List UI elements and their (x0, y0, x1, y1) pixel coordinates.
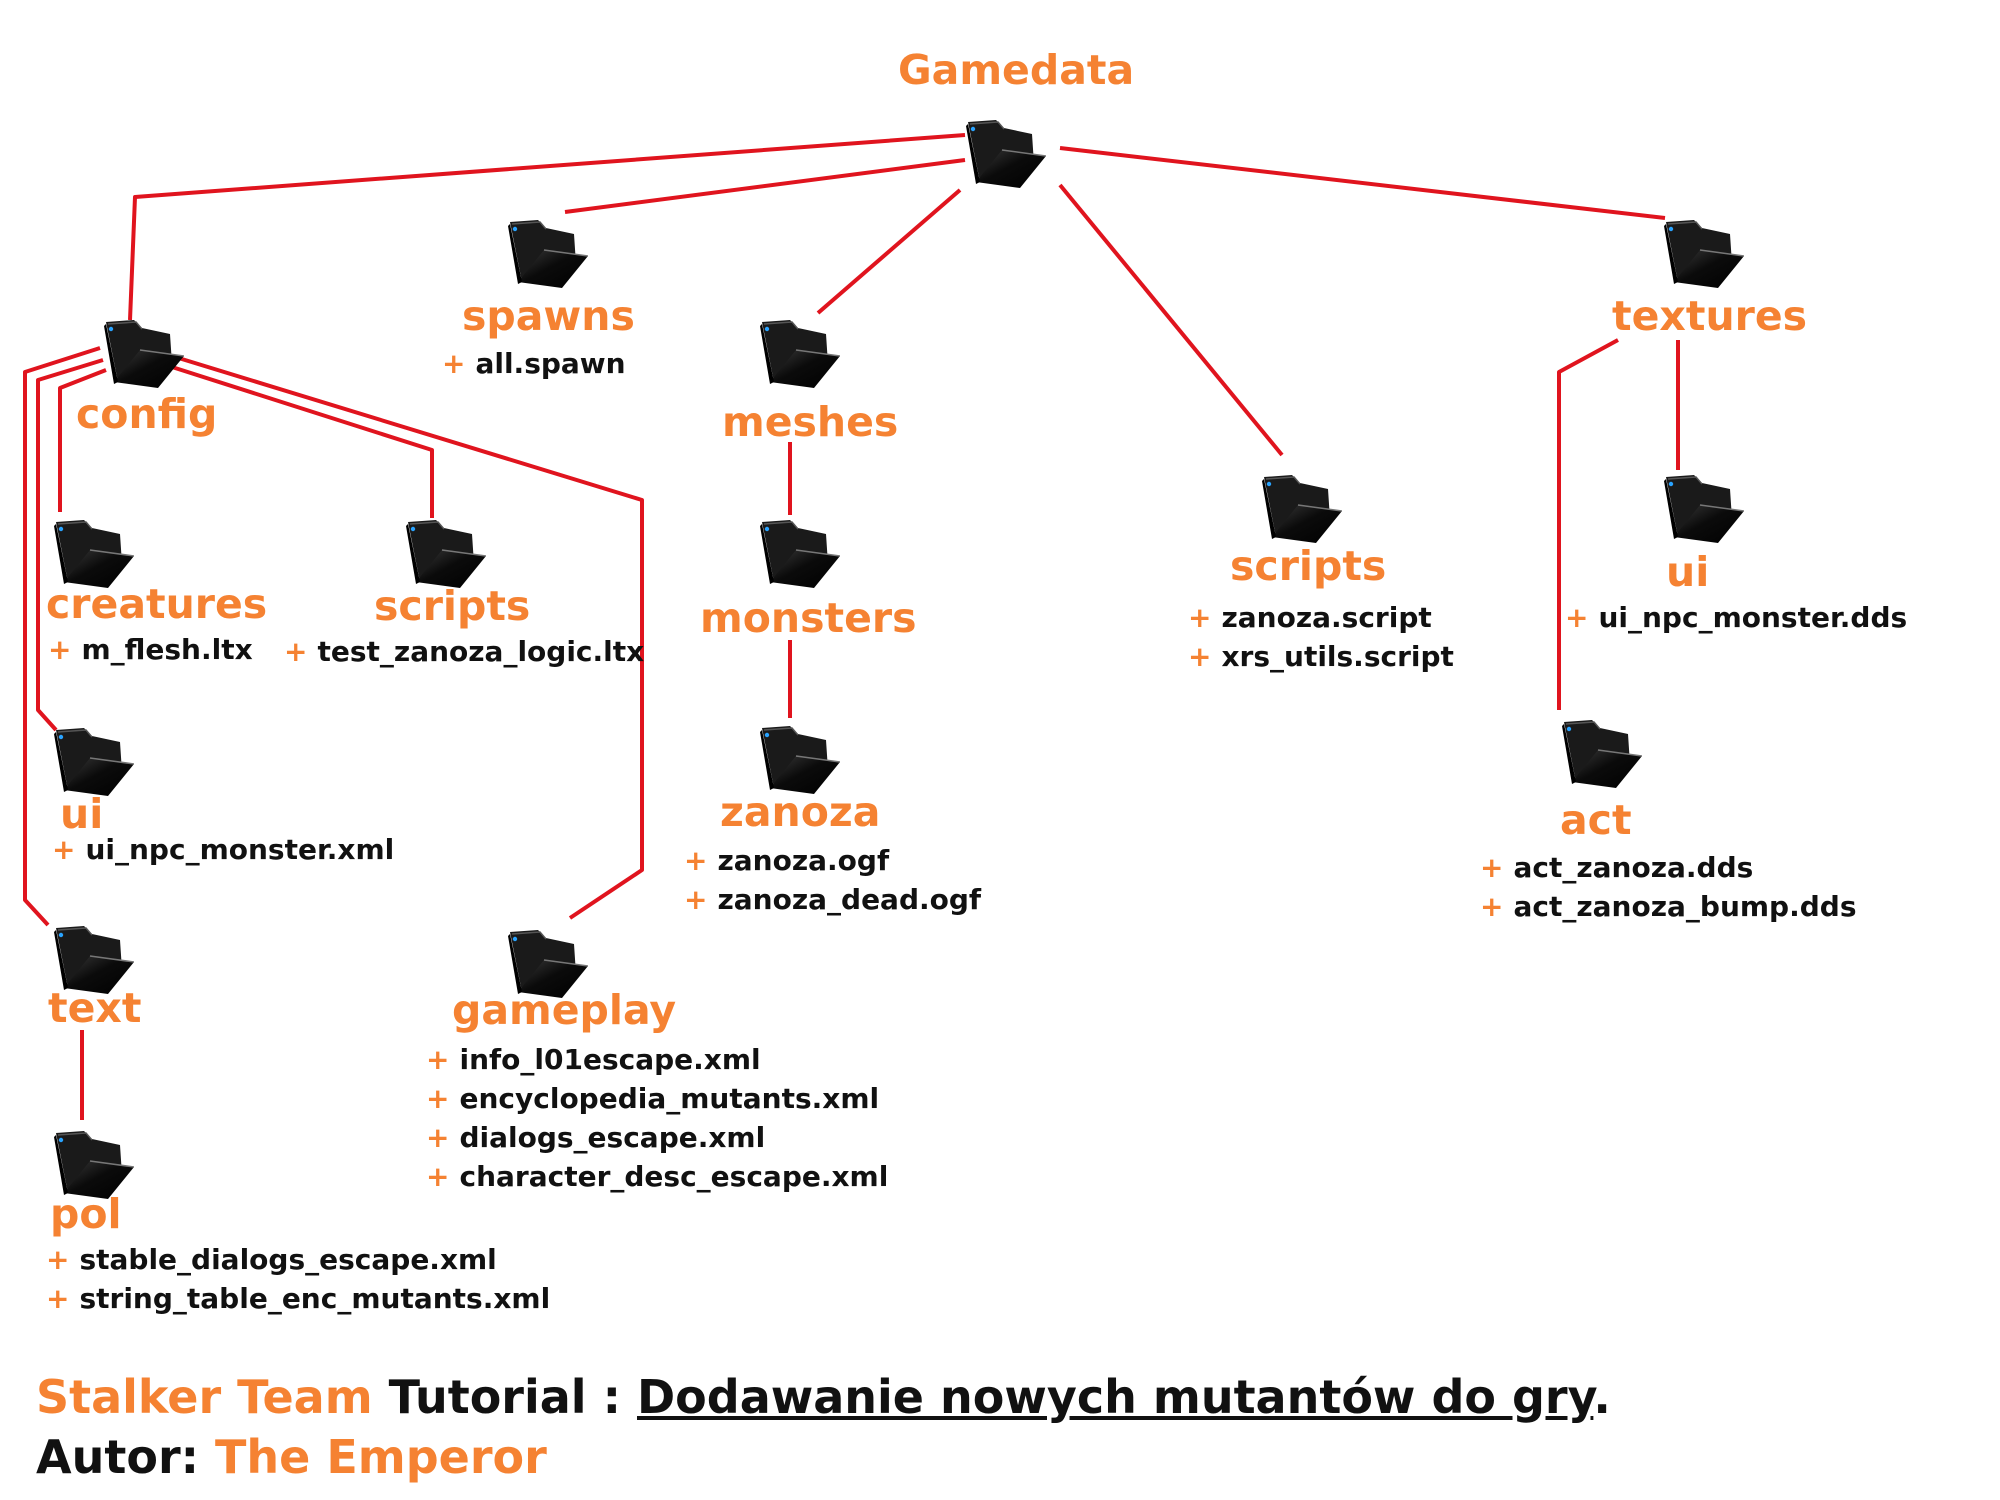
creatures-file-list: +m_flesh.ltx (48, 630, 253, 669)
file-item: +test_zanoza_logic.ltx (284, 635, 645, 668)
gameplay-file-list: +info_l01escape.xml +encyclopedia_mutant… (426, 1040, 888, 1196)
file-item: +character_desc_escape.xml (426, 1160, 889, 1193)
tutorial-title: Dodawanie nowych mutantów do gry (637, 1370, 1594, 1424)
file-item: +xrs_utils.script (1188, 640, 1454, 673)
file-item: +stable_dialogs_escape.xml (46, 1243, 497, 1276)
gamedata-label: Gamedata (898, 46, 1135, 94)
folder-icon (1663, 474, 1744, 544)
textures-label: textures (1612, 292, 1808, 340)
file-item: +zanoza.ogf (684, 844, 890, 877)
config-scripts-file-list: +test_zanoza_logic.ltx (284, 632, 644, 671)
folder-icon (759, 319, 840, 389)
config-label: config (76, 390, 218, 438)
folder-icon (965, 119, 1046, 189)
monsters-label: monsters (700, 594, 917, 642)
folder-icon (759, 519, 840, 589)
file-item: +ui_npc_monster.dds (1565, 601, 1908, 634)
folder-icon (507, 219, 588, 289)
spawns-label: spawns (462, 292, 635, 340)
file-item: +m_flesh.ltx (48, 633, 253, 666)
footer-line-2: Autor: The Emperor (36, 1430, 547, 1484)
creatures-label: creatures (46, 580, 268, 628)
file-item: +zanoza_dead.ogf (684, 883, 982, 916)
zanoza-label: zanoza (720, 788, 881, 836)
scripts-file-list: +zanoza.script +xrs_utils.script (1188, 598, 1454, 676)
file-item: +zanoza.script (1188, 601, 1432, 634)
gameplay-label: gameplay (452, 986, 677, 1034)
file-item: +dialogs_escape.xml (426, 1121, 766, 1154)
text-label: text (48, 984, 142, 1032)
pol-file-list: +stable_dialogs_escape.xml +string_table… (46, 1240, 550, 1318)
file-item: +act_zanoza_bump.dds (1480, 890, 1857, 923)
file-item: +ui_npc_monster.xml (52, 833, 395, 866)
act-label: act (1560, 796, 1632, 844)
file-item: +encyclopedia_mutants.xml (426, 1082, 880, 1115)
footer-line-1: Stalker Team Tutorial : Dodawanie nowych… (36, 1370, 1611, 1424)
config-ui-label: ui (60, 790, 104, 838)
textures-ui-file-list: +ui_npc_monster.dds (1565, 598, 1907, 637)
folder-icon (1663, 219, 1744, 289)
folder-icon (53, 727, 134, 797)
tutorial-prefix: Tutorial : (388, 1370, 621, 1424)
author-prefix: Autor: (36, 1430, 200, 1484)
textures-ui-label: ui (1666, 548, 1710, 596)
folder-icon (1261, 474, 1342, 544)
folder-icon (1561, 719, 1642, 789)
folder-icon (405, 519, 486, 589)
meshes-label: meshes (722, 398, 899, 446)
act-file-list: +act_zanoza.dds +act_zanoza_bump.dds (1480, 848, 1856, 926)
pol-label: pol (50, 1190, 122, 1238)
author-name: The Emperor (215, 1430, 547, 1484)
title-period: . (1593, 1370, 1611, 1424)
folder-icon (53, 519, 134, 589)
file-item: +all.spawn (442, 347, 626, 380)
team-name: Stalker Team (36, 1370, 373, 1424)
folder-icon (103, 319, 184, 389)
file-item: +string_table_enc_mutants.xml (46, 1282, 551, 1315)
folder-icon (759, 725, 840, 795)
config-scripts-label: scripts (374, 582, 531, 630)
scripts-label: scripts (1230, 542, 1387, 590)
config-ui-file-list: +ui_npc_monster.xml (52, 830, 394, 869)
file-item: +act_zanoza.dds (1480, 851, 1754, 884)
zanoza-file-list: +zanoza.ogf +zanoza_dead.ogf (684, 841, 981, 919)
spawns-file-list: +all.spawn (442, 344, 626, 383)
file-item: +info_l01escape.xml (426, 1043, 761, 1076)
